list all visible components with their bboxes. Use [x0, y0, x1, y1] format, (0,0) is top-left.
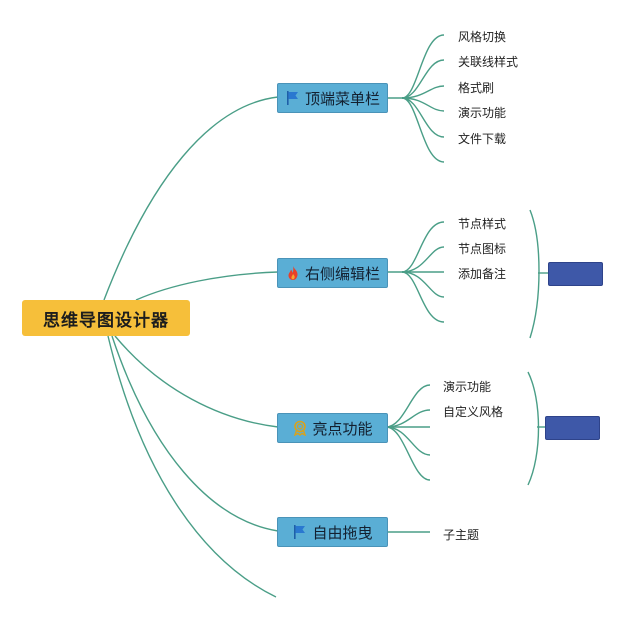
leaf-item[interactable]: 节点图标	[458, 242, 507, 256]
summary-box[interactable]	[545, 416, 600, 440]
branch-label: 顶端菜单栏	[304, 89, 380, 108]
branch-free-drag[interactable]: 自由拖曳	[277, 517, 388, 547]
branch-label: 自由拖曳	[312, 523, 373, 542]
leaf-item[interactable]: 风格切换	[458, 30, 507, 44]
leaf-item[interactable]: 节点样式	[458, 217, 507, 231]
award-icon	[294, 420, 307, 436]
branch-right-editbar[interactable]: 右侧编辑栏	[277, 258, 388, 288]
branch-label: 右侧编辑栏	[304, 264, 380, 283]
leaf-item[interactable]: 子主题	[443, 528, 480, 542]
leaf-item[interactable]: 文件下载	[458, 132, 507, 146]
leaf-item[interactable]: 演示功能	[458, 106, 507, 120]
summary-box[interactable]	[548, 262, 603, 286]
leaf-item[interactable]: 格式刷	[458, 81, 495, 95]
flag-icon	[286, 91, 298, 105]
leaf-item[interactable]: 关联线样式	[458, 55, 519, 69]
branch-top-menubar[interactable]: 顶端菜单栏	[277, 83, 388, 113]
leaf-item[interactable]: 自定义风格	[443, 405, 504, 419]
leaf-item[interactable]: 添加备注	[458, 267, 507, 281]
flag-icon	[294, 525, 306, 539]
root-topic[interactable]: 思维导图设计器	[22, 300, 190, 336]
branch-highlights[interactable]: 亮点功能	[277, 413, 388, 443]
branch-label: 亮点功能	[312, 419, 373, 438]
leaf-item[interactable]: 演示功能	[443, 380, 492, 394]
fire-icon	[288, 266, 298, 280]
